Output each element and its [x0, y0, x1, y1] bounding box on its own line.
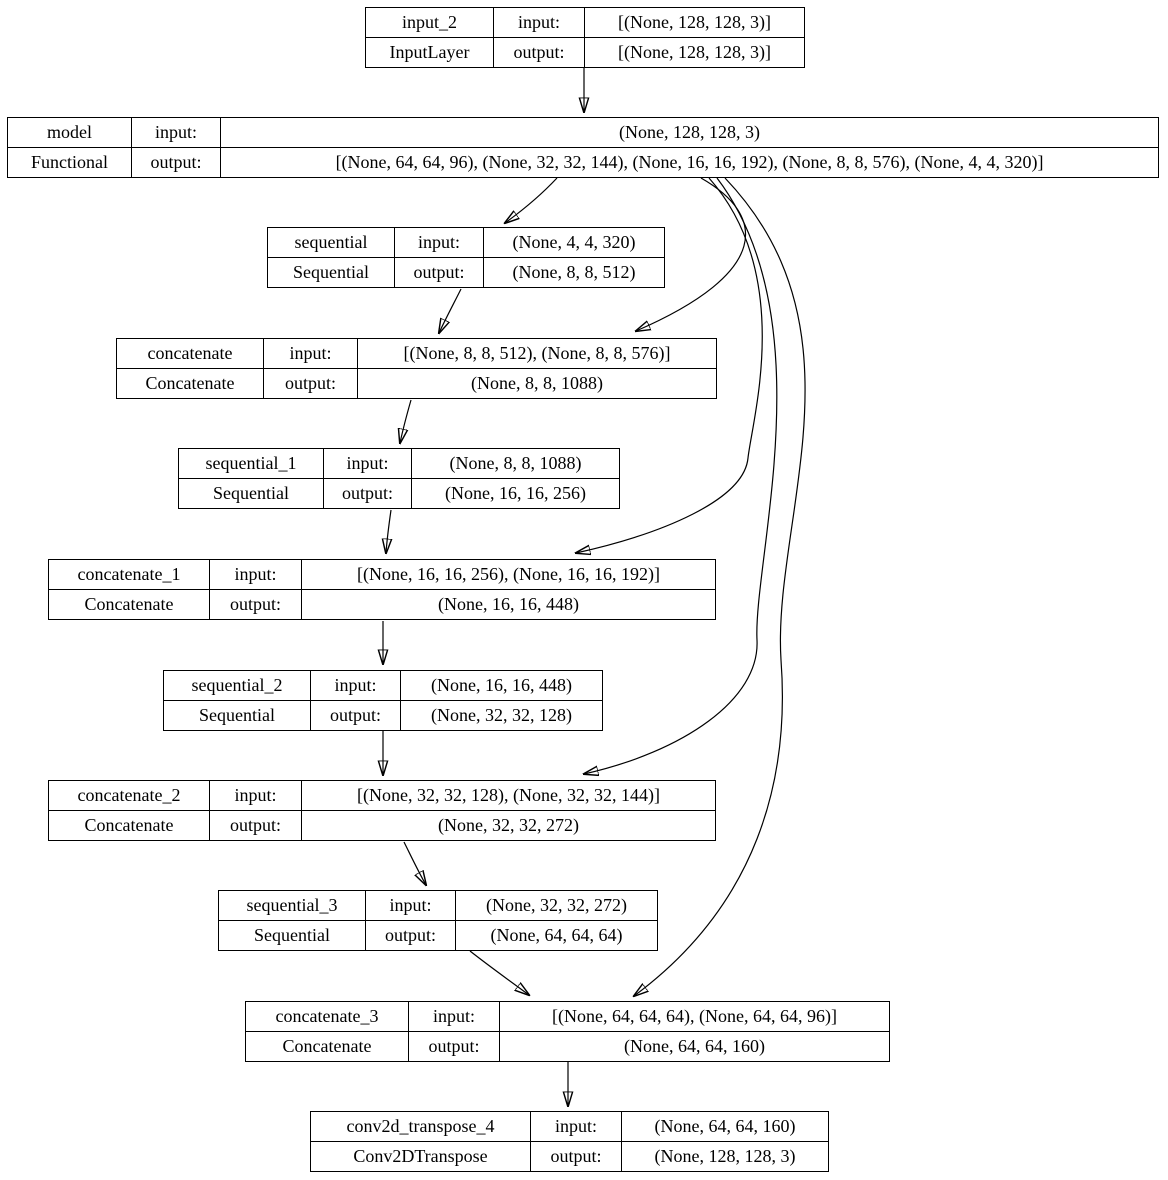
output-label: output:	[209, 811, 301, 840]
layer-node-conv2d_transpose_4: conv2d_transpose_4 input: (None, 64, 64,…	[310, 1111, 829, 1172]
layer-name: conv2d_transpose_4	[346, 1116, 495, 1136]
edge-sequential_3-to-concatenate_3	[469, 950, 529, 995]
edge-sequential-to-concatenate	[439, 288, 462, 333]
layer-type: Concatenate	[145, 373, 235, 393]
layer-type: InputLayer	[389, 42, 470, 62]
layer-node-concatenate_2: concatenate_2 input: [(None, 32, 32, 128…	[48, 780, 716, 841]
layer-type: Concatenate	[84, 815, 174, 835]
input-shape: [(None, 8, 8, 512), (None, 8, 8, 576)]	[357, 339, 716, 368]
input-shape: (None, 4, 4, 320)	[483, 228, 664, 257]
layer-node-input_2: input_2 input: [(None, 128, 128, 3)] Inp…	[365, 7, 805, 68]
output-shape: (None, 8, 8, 512)	[483, 258, 664, 287]
layer-node-concatenate_3: concatenate_3 input: [(None, 64, 64, 64)…	[245, 1001, 890, 1062]
layer-type: Sequential	[199, 705, 275, 725]
input-shape: (None, 128, 128, 3)	[220, 118, 1158, 147]
output-label: output:	[323, 479, 411, 508]
layer-name: concatenate_2	[77, 785, 181, 805]
input-label: input:	[530, 1112, 621, 1141]
input-shape: [(None, 64, 64, 64), (None, 64, 64, 96)]	[499, 1002, 889, 1031]
output-label: output:	[408, 1032, 499, 1061]
layer-name: input_2	[401, 12, 457, 32]
output-label: output:	[394, 258, 483, 287]
layer-name: concatenate_3	[275, 1006, 379, 1026]
layer-node-sequential_3: sequential_3 input: (None, 32, 32, 272) …	[218, 890, 658, 951]
output-label: output:	[493, 38, 584, 67]
layer-name: model	[47, 122, 92, 142]
output-shape: (None, 16, 16, 448)	[301, 590, 715, 619]
input-shape: [(None, 32, 32, 128), (None, 32, 32, 144…	[301, 781, 715, 810]
output-shape: (None, 128, 128, 3)	[621, 1142, 828, 1171]
input-label: input:	[310, 671, 400, 700]
output-label: output:	[365, 921, 455, 950]
input-label: input:	[263, 339, 357, 368]
edge-concatenate-to-sequential_1	[400, 399, 412, 443]
edge-concatenate_2-to-sequential_3	[403, 841, 426, 885]
output-label: output:	[263, 369, 357, 398]
output-label: output:	[209, 590, 301, 619]
output-label: output:	[131, 148, 220, 177]
layer-name: concatenate	[147, 343, 233, 363]
layer-node-sequential: sequential input: (None, 4, 4, 320) Sequ…	[267, 227, 665, 288]
output-shape: (None, 8, 8, 1088)	[357, 369, 716, 398]
layer-name: sequential_1	[205, 453, 297, 473]
input-label: input:	[493, 8, 584, 37]
layer-name: concatenate_1	[77, 564, 181, 584]
input-shape: (None, 16, 16, 448)	[400, 671, 602, 700]
input-label: input:	[209, 560, 301, 589]
layer-node-concatenate: concatenate input: [(None, 8, 8, 512), (…	[116, 338, 717, 399]
layer-type: Sequential	[213, 483, 289, 503]
output-shape: [(None, 64, 64, 96), (None, 32, 32, 144)…	[220, 148, 1158, 177]
edge-sequential_1-to-concatenate_1	[386, 509, 391, 553]
input-shape: [(None, 128, 128, 3)]	[584, 8, 804, 37]
layer-type: Concatenate	[84, 594, 174, 614]
output-shape: (None, 64, 64, 160)	[499, 1032, 889, 1061]
layer-type: Functional	[31, 152, 108, 172]
layer-node-sequential_2: sequential_2 input: (None, 16, 16, 448) …	[163, 670, 603, 731]
layer-type: Conv2DTranspose	[353, 1146, 488, 1166]
output-label: output:	[310, 701, 400, 730]
edge-model-to-sequential	[505, 177, 558, 223]
input-label: input:	[209, 781, 301, 810]
output-shape: (None, 32, 32, 272)	[301, 811, 715, 840]
input-label: input:	[365, 891, 455, 920]
layer-type: Sequential	[293, 262, 369, 282]
input-label: input:	[131, 118, 220, 147]
layer-node-sequential_1: sequential_1 input: (None, 8, 8, 1088) S…	[178, 448, 620, 509]
output-shape: (None, 64, 64, 64)	[455, 921, 657, 950]
input-shape: (None, 32, 32, 272)	[455, 891, 657, 920]
input-label: input:	[323, 449, 411, 478]
input-shape: (None, 8, 8, 1088)	[411, 449, 619, 478]
input-shape: [(None, 16, 16, 256), (None, 16, 16, 192…	[301, 560, 715, 589]
layer-node-concatenate_1: concatenate_1 input: [(None, 16, 16, 256…	[48, 559, 716, 620]
input-shape: (None, 64, 64, 160)	[621, 1112, 828, 1141]
output-label: output:	[530, 1142, 621, 1171]
output-shape: (None, 32, 32, 128)	[400, 701, 602, 730]
layer-node-model: model input: (None, 128, 128, 3) Functio…	[7, 117, 1159, 178]
layer-type: Concatenate	[282, 1036, 372, 1056]
output-shape: (None, 16, 16, 256)	[411, 479, 619, 508]
layer-name: sequential	[294, 232, 368, 252]
layer-type: Sequential	[254, 925, 330, 945]
output-shape: [(None, 128, 128, 3)]	[584, 38, 804, 67]
input-label: input:	[394, 228, 483, 257]
input-label: input:	[408, 1002, 499, 1031]
layer-name: sequential_3	[246, 895, 338, 915]
layer-name: sequential_2	[191, 675, 283, 695]
